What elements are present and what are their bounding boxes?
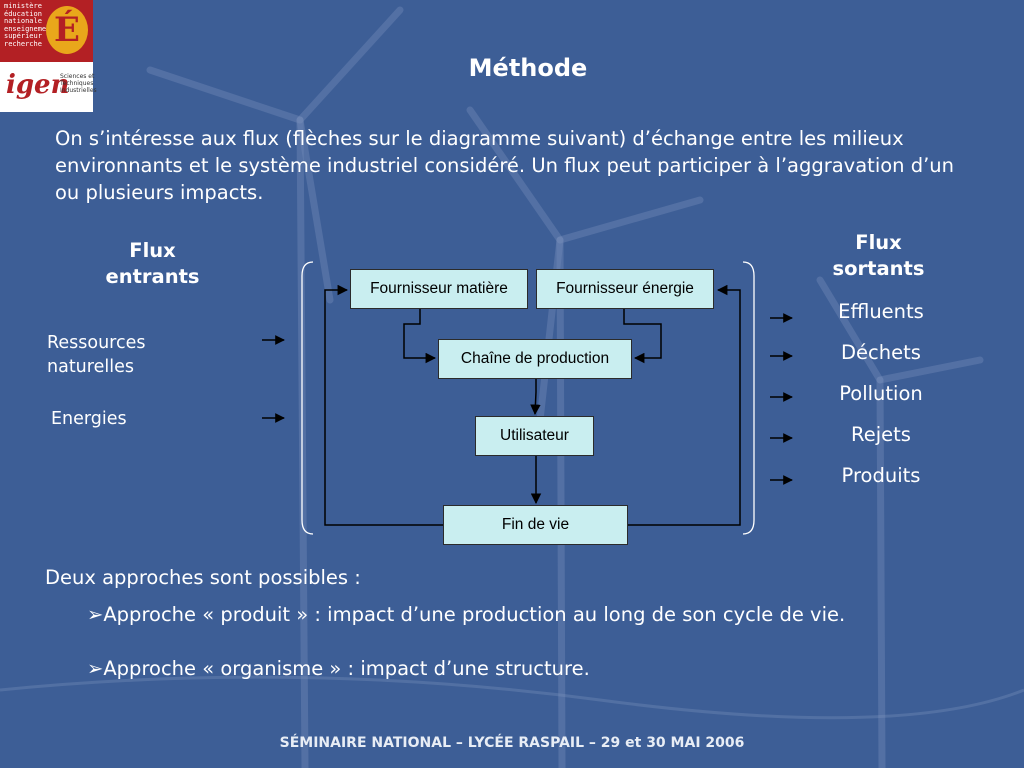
igen-logo-text: igen <box>6 70 70 100</box>
left-bracket <box>301 261 314 535</box>
ministry-logo-line: enseignement <box>4 24 55 33</box>
box-utilisateur: Utilisateur <box>475 416 594 456</box>
loop-right <box>628 284 741 526</box>
bullet-arrow-icon: ➢ <box>87 603 104 626</box>
sti-logo-line: Sciences et <box>60 73 95 80</box>
sti-logo-text: Sciences et Techniques Industrielles <box>60 73 97 94</box>
approach-product: ➢Approche « produit » : impact d’une pro… <box>87 602 845 628</box>
approach-organism: ➢Approche « organisme » : impact d’une s… <box>87 656 590 682</box>
input-energies: Energies <box>51 409 127 429</box>
box-fin-de-vie: Fin de vie <box>443 505 628 545</box>
ministry-logo-line: éducation <box>4 9 42 18</box>
input-label-line: Ressources <box>47 333 146 353</box>
output-pollution: Pollution <box>839 382 923 405</box>
ministry-logo: ministère éducation nationale enseigneme… <box>0 0 93 62</box>
approach-text: Approche « produit » : impact d’une prod… <box>103 603 846 626</box>
sti-logo-line: Techniques <box>60 80 94 87</box>
slide-title: Méthode <box>468 54 588 82</box>
arrow-energie-chaine <box>623 309 662 364</box>
loop-left <box>324 284 443 526</box>
box-chaine-production: Chaîne de production <box>438 339 632 379</box>
output-dechets: Déchets <box>841 341 921 364</box>
ministry-logo-line: ministère <box>4 2 42 10</box>
output-effluents: Effluents <box>838 300 924 323</box>
output-rejets: Rejets <box>851 423 911 446</box>
slide-footer: SÉMINAIRE NATIONAL – LYCÉE RASPAIL – 29 … <box>279 735 745 751</box>
outflow-header: Flux sortants <box>816 230 941 282</box>
ministry-logo-line: supérieur <box>4 32 42 40</box>
arrow-chaine-utilisateur <box>530 379 541 416</box>
input-natural-resources: Ressources naturelles <box>47 331 146 379</box>
approach-text: Approche « organisme » : impact d’une st… <box>103 657 590 680</box>
approaches-lead: Deux approches sont possibles : <box>45 566 361 589</box>
arrow-matiere-chaine <box>403 309 437 364</box>
inflow-header-line: Flux <box>129 239 176 262</box>
inflow-header: Flux entrants <box>90 238 215 290</box>
bullet-arrow-icon: ➢ <box>87 657 104 680</box>
input-label-line: naturelles <box>47 357 134 377</box>
ministry-logo-letter: É <box>46 6 88 54</box>
intro-paragraph: On s’intéresse aux flux (flèches sur le … <box>55 127 955 204</box>
ministry-logo-line: nationale <box>4 17 42 25</box>
sti-logo-line: Industrielles <box>60 87 97 94</box>
box-fournisseur-matiere: Fournisseur matière <box>350 269 528 309</box>
inflow-header-line: entrants <box>105 265 200 288</box>
right-bracket <box>742 261 755 535</box>
outflow-header-line: Flux <box>855 231 902 254</box>
outflow-header-line: sortants <box>832 257 925 280</box>
ministry-logo-line: recherche <box>4 39 42 48</box>
box-fournisseur-energie: Fournisseur énergie <box>536 269 714 309</box>
output-produits: Produits <box>841 464 921 487</box>
igen-logo: igen Sciences et Techniques Industrielle… <box>0 62 97 112</box>
